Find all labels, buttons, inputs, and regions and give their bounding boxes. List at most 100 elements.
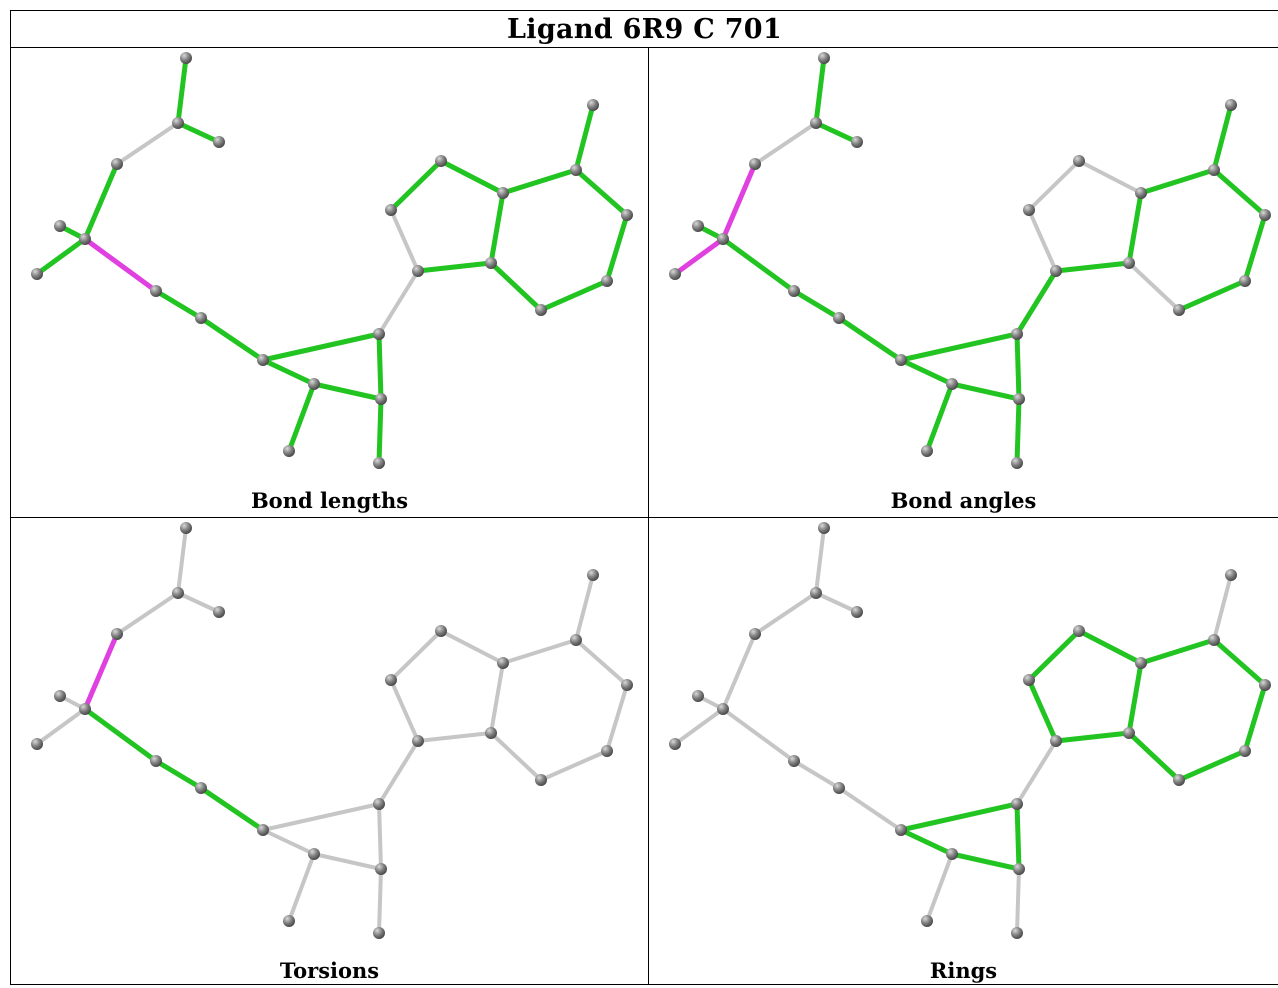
bond-24-25 [1242, 212, 1268, 284]
caption-bond-lengths: Bond lengths [250, 488, 409, 513]
bond-5-7 [35, 707, 87, 746]
bond-13-16 [1015, 739, 1058, 806]
bond-0-1 [176, 526, 188, 595]
atom-8 [788, 755, 800, 767]
bond-20-16 [1053, 260, 1132, 274]
atom-0 [818, 52, 830, 64]
bond-1-3 [813, 120, 860, 145]
atom-22 [570, 164, 582, 176]
bond-2-5 [721, 632, 757, 711]
atom-2 [111, 158, 123, 170]
bond-5-7 [34, 236, 88, 277]
atom-24 [1259, 209, 1271, 221]
atom-11 [946, 378, 958, 390]
atom-15 [373, 457, 385, 469]
atom-12 [1013, 863, 1025, 875]
atom-18 [1073, 155, 1085, 167]
atom-19 [497, 657, 509, 669]
bond-11-14 [924, 381, 955, 454]
atom-1 [810, 117, 822, 129]
bond-25-21 [539, 749, 609, 782]
atom-18 [435, 155, 447, 167]
atom-13 [1011, 798, 1023, 810]
bond-21-20 [1127, 261, 1181, 312]
bond-2-5 [82, 631, 120, 712]
bond-22-24 [1211, 167, 1268, 218]
atom-2 [749, 628, 761, 640]
bond-17-18 [1027, 159, 1081, 212]
bond-5-8 [720, 236, 797, 294]
atom-24 [621, 679, 633, 691]
bond-5-8 [82, 236, 159, 294]
bond-11-12 [312, 852, 383, 871]
caption-rings: Rings [929, 958, 998, 983]
atom-20 [1123, 257, 1135, 269]
bond-0-1 [813, 55, 827, 126]
bond-19-20 [488, 190, 506, 266]
atom-7 [669, 268, 681, 280]
bond-12-13 [377, 802, 383, 871]
atom-13 [1011, 328, 1023, 340]
bond-24-25 [1242, 682, 1268, 754]
bond-12-15 [377, 867, 383, 935]
atom-11 [308, 848, 320, 860]
panel-bond-lengths: Bond lengths [10, 48, 648, 518]
atom-3 [213, 606, 225, 618]
bond-2-5 [720, 161, 758, 242]
bond-24-25 [605, 683, 629, 753]
bond-22-24 [574, 638, 629, 687]
bond-22-24 [573, 167, 630, 218]
bond-10-11 [898, 827, 955, 857]
atom-10 [895, 824, 907, 836]
bond-16-17 [1026, 677, 1059, 744]
atom-18 [435, 625, 447, 637]
bond-24-25 [604, 212, 630, 284]
bond-11-12 [311, 381, 384, 402]
bond-10-11 [260, 357, 317, 387]
atom-8 [150, 755, 162, 767]
bond-0-1 [175, 55, 189, 126]
atom-16 [1050, 735, 1062, 747]
atom-3 [851, 606, 863, 618]
bond-1-2 [115, 121, 180, 166]
atom-23 [1225, 569, 1237, 581]
caption-torsions: Torsions [279, 958, 380, 983]
bond-17-18 [388, 158, 444, 213]
atom-9 [833, 782, 845, 794]
bond-9-10 [198, 785, 266, 833]
bond-13-10 [898, 331, 1020, 363]
bond-20-16 [1053, 730, 1132, 744]
bond-13-16 [377, 739, 420, 806]
atom-23 [587, 99, 599, 111]
atom-9 [195, 782, 207, 794]
bond-19-22 [501, 638, 578, 665]
bond-9-10 [836, 315, 904, 363]
atom-7 [669, 738, 681, 750]
bond-11-14 [287, 852, 316, 923]
atom-22 [1208, 634, 1220, 646]
bond-20-16 [416, 731, 493, 743]
bond-19-20 [1126, 660, 1144, 736]
bond-17-18 [389, 629, 443, 682]
bond-19-22 [1138, 167, 1217, 196]
bond-13-16 [377, 269, 420, 336]
bond-1-2 [753, 591, 818, 636]
bond-5-8 [721, 707, 796, 763]
bond-8-9 [792, 759, 841, 790]
atom-18 [1073, 625, 1085, 637]
atom-20 [485, 727, 497, 739]
atom-2 [111, 628, 123, 640]
atom-16 [1050, 265, 1062, 277]
bond-21-20 [488, 260, 544, 313]
bond-12-13 [1014, 801, 1022, 872]
atom-14 [283, 445, 295, 457]
bond-13-10 [261, 802, 381, 832]
atom-7 [31, 268, 43, 280]
atom-12 [375, 863, 387, 875]
bond-16-17 [389, 678, 420, 743]
atom-5 [79, 703, 91, 715]
panel-torsions: Torsions [10, 518, 648, 985]
atom-9 [833, 312, 845, 324]
bond-16-17 [389, 208, 420, 273]
atom-17 [1023, 204, 1035, 216]
